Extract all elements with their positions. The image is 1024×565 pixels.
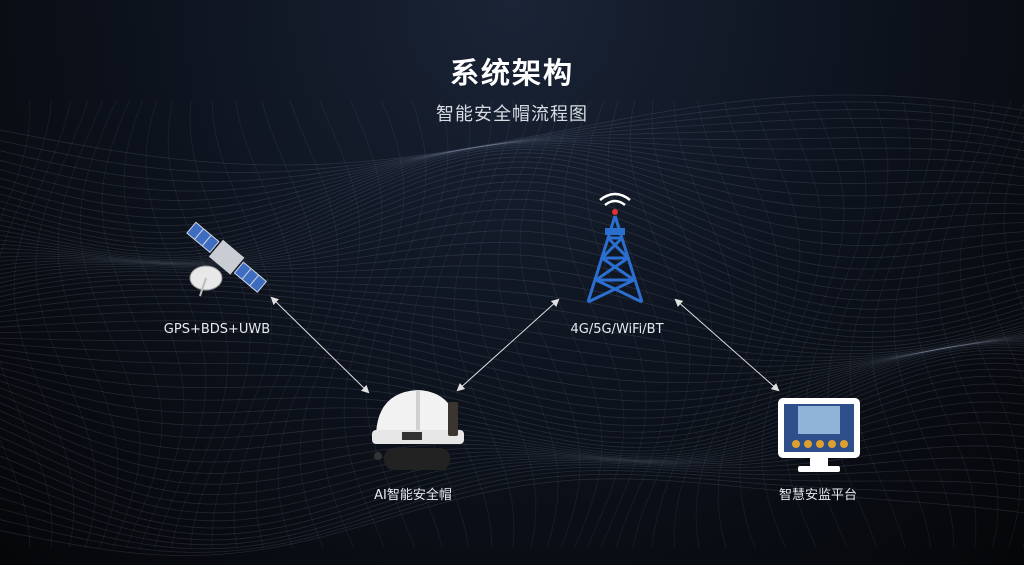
wave-line [0, 139, 1024, 219]
wave-line [79, 99, 141, 549]
wave-line [739, 99, 801, 549]
wave-line [849, 99, 911, 549]
wave-line [145, 99, 207, 549]
wave-line [0, 467, 1024, 546]
wave-line [0, 94, 1024, 166]
wave-line [981, 103, 1024, 549]
wave-line [0, 208, 1024, 310]
wave-line [0, 152, 1024, 253]
wave-line [0, 156, 1024, 256]
wave-line [0, 198, 1024, 301]
wave-line [871, 99, 933, 549]
wave-line [937, 99, 999, 549]
wave-line [0, 457, 1024, 541]
wave-line [0, 339, 1024, 419]
wave-line [409, 99, 471, 549]
arrow-tower-platform [674, 298, 780, 392]
wave-line [101, 99, 163, 549]
wave-line [431, 100, 493, 549]
wave-line [123, 99, 185, 549]
wave-line [0, 473, 1024, 553]
wave-line [0, 142, 1024, 233]
wave-line [805, 99, 867, 549]
wave-line [827, 99, 889, 549]
wave-line [0, 127, 1024, 201]
wave-line [0, 271, 1024, 348]
wave-line [0, 274, 1024, 351]
wave-line [0, 99, 31, 549]
wave-line [0, 470, 1024, 550]
smart-helmet-icon [372, 390, 464, 470]
wave-line [0, 357, 1024, 455]
wave-line [0, 189, 1024, 291]
wave-line [0, 253, 1024, 338]
wave-line [541, 99, 603, 549]
wave-line [0, 181, 1024, 281]
wave-line [783, 99, 845, 549]
wave-line [0, 161, 1024, 259]
wave-line [365, 99, 427, 549]
wave-line [0, 173, 1024, 270]
wave-line [0, 219, 1024, 318]
wave-line [167, 99, 229, 549]
wave-line [0, 341, 1024, 427]
wave-line [0, 99, 53, 549]
page-subtitle: 智能安全帽流程图 [436, 104, 588, 125]
wave-line [915, 99, 977, 549]
wave-line [0, 353, 1024, 452]
wave-line [0, 137, 1024, 210]
wave-line [0, 230, 1024, 326]
wave-line [189, 99, 251, 549]
wave-line [893, 100, 955, 549]
wave-line [0, 146, 1024, 245]
wave-line [0, 346, 1024, 444]
wave-line [0, 167, 1024, 261]
platform-label: 智慧安监平台 [778, 488, 858, 503]
helmet-label: AI智能安全帽 [374, 488, 452, 503]
wave-line [0, 344, 1024, 439]
signal-tower-icon [586, 192, 644, 304]
wave-line [0, 109, 1024, 183]
wave-line [607, 99, 669, 549]
positioning-label: GPS+BDS+UWB [163, 322, 271, 337]
wave-line [959, 99, 1021, 549]
wave-line [0, 117, 1024, 192]
wave-line [387, 99, 449, 549]
wave-line [0, 144, 1024, 240]
wave-line [453, 99, 515, 549]
monitor-icon [778, 398, 860, 472]
wave-line [0, 349, 1024, 448]
wave-line [35, 99, 97, 549]
wave-line [0, 478, 1024, 556]
arrow-satellite-helmet [270, 296, 370, 394]
wave-line [57, 99, 119, 549]
wave-line [0, 342, 1024, 433]
wave-line [13, 99, 75, 549]
network-label: 4G/5G/WiFi/BT [570, 322, 664, 337]
wave-line [585, 99, 647, 549]
wave-line [0, 241, 1024, 332]
wave-line [1003, 135, 1024, 310]
wave-line [0, 265, 1024, 343]
satellite-icon [186, 221, 268, 297]
wave-line [0, 149, 1024, 249]
wave-line [563, 99, 625, 549]
page-title: 系统架构 [449, 56, 574, 90]
arrow-helmet-tower [456, 298, 560, 392]
wave-line [761, 99, 823, 549]
wave-line [0, 101, 1024, 174]
wave-line [0, 141, 1024, 226]
